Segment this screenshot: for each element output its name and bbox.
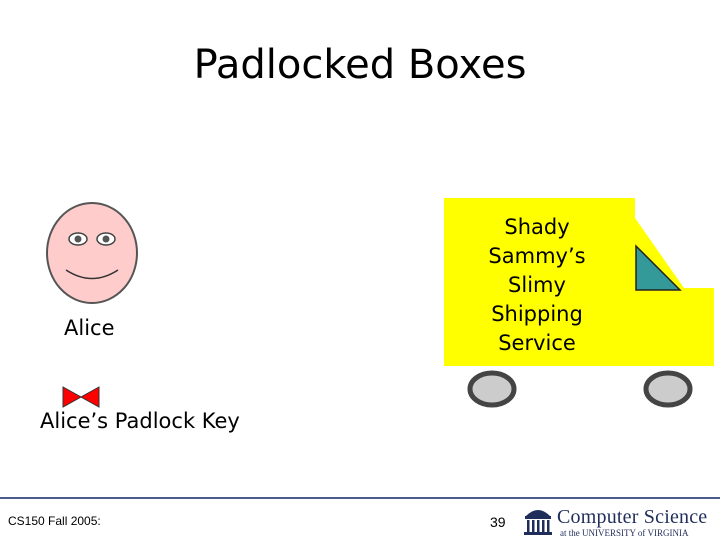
department-name: Computer Science [557,506,708,528]
rotunda-logo-icon [524,510,552,535]
alice-face-icon [46,202,138,304]
padlock-key-icon [62,386,100,408]
footer-divider [0,497,720,499]
slide-title: Padlocked Boxes [193,42,527,88]
padlock-key-label: Alice’s Padlock Key [40,409,240,433]
alice-label: Alice [64,316,115,340]
truck-label-line: Shady [504,215,570,239]
page-number: 39 [490,514,506,530]
truck-label-line: Service [498,331,576,355]
footer-course-label: CS150 Fall 2005: [8,514,101,528]
truck-label: Shady Sammy’s Slimy Shipping Service [452,213,622,358]
shipping-truck-icon [444,198,714,408]
truck-label-line: Sammy’s [488,244,586,268]
university-name: at the UNIVERSITY of VIRGINIA [560,528,689,538]
truck-label-line: Slimy [508,273,566,297]
truck-label-line: Shipping [491,302,583,326]
